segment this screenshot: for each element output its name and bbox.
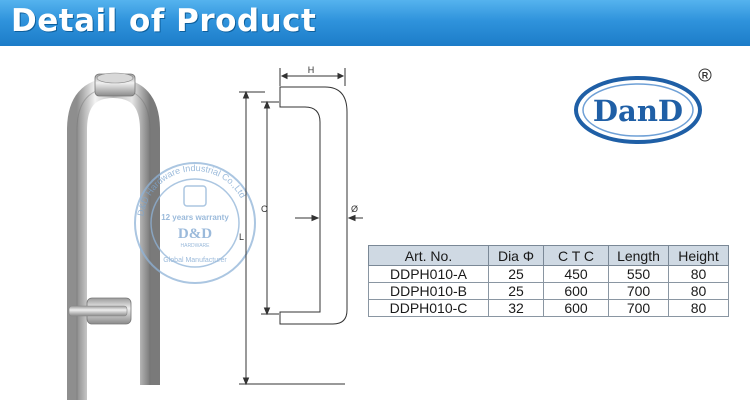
stamp-sub: HARDWARE [181,243,211,249]
cell-height: 80 [668,299,729,317]
cell-length: 700 [608,299,669,317]
cell-length: 700 [608,282,669,300]
stamp-warranty: 12 years warranty [161,213,229,222]
cell-height: 80 [668,282,729,300]
table-row: DDPH010-C 32 600 700 80 [368,299,729,317]
cell-ctc: 450 [543,265,609,283]
stamp-bottom: Global Manufacturer [163,257,227,264]
cell-height: 80 [668,265,729,283]
banner-title: Detail of Product [11,3,317,39]
registered-mark: R [702,71,709,81]
cell-dia: 25 [488,265,544,283]
stamp-brand: D&D [178,226,212,242]
col-header-art-no: Art. No. [368,245,489,266]
product-handle-image [67,72,160,400]
dim-c-label: C [261,204,268,214]
dim-dia-label: Ø [351,204,358,214]
cell-length: 550 [608,265,669,283]
table-row: DDPH010-B 25 600 700 80 [368,282,729,300]
spec-table: Art. No. Dia Φ C T C Length Height DDPH0… [368,245,729,317]
title-banner: Detail of Product [0,0,750,46]
table-header-row: Art. No. Dia Φ C T C Length Height [368,245,729,266]
col-header-ctc: C T C [543,245,609,266]
technical-drawing: H C L Ø [239,65,363,386]
logo-text: DanD [593,94,683,128]
cell-dia: 32 [488,299,544,317]
cell-art-no: DDPH010-B [368,282,489,300]
col-header-dia: Dia Φ [488,245,544,266]
col-header-length: Length [608,245,669,266]
col-header-height: Height [668,245,729,266]
cell-art-no: DDPH010-A [368,265,489,283]
cell-art-no: DDPH010-C [368,299,489,317]
cell-ctc: 600 [543,282,609,300]
table-row: DDPH010-A 25 450 550 80 [368,265,729,283]
watermark-stamp: D&D Hardware Industrial Co.,Ltd 12 years… [134,162,256,284]
dim-l-label: L [239,232,244,242]
cell-ctc: 600 [543,299,609,317]
cell-dia: 25 [488,282,544,300]
dim-h-label: H [308,65,315,75]
brand-logo: DanD R [574,68,712,144]
